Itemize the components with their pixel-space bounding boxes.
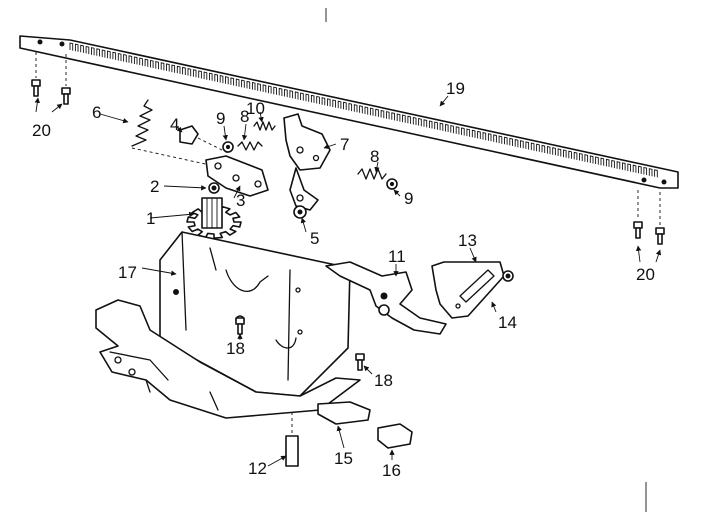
- callout-11: 11: [388, 247, 406, 266]
- callout-9: 9: [404, 189, 413, 208]
- callout-3: 3: [236, 191, 245, 210]
- bracket-plate-part: [205, 155, 269, 197]
- latch-lever-part: [325, 261, 447, 335]
- callout-15: 15: [334, 449, 353, 468]
- callout-14: 14: [498, 313, 517, 332]
- cam-icon: [179, 125, 231, 155]
- screw-icon: [355, 353, 365, 371]
- callout-6: 6: [92, 103, 101, 122]
- screw-icon: [655, 192, 665, 245]
- washer-icon: [222, 141, 234, 153]
- callout-8: 8: [370, 147, 379, 166]
- callout-8: 8: [240, 107, 249, 126]
- callout-10: 10: [246, 99, 265, 118]
- callout-9: 9: [216, 109, 225, 128]
- callout-13: 13: [458, 231, 477, 250]
- gear-icon: [186, 197, 242, 239]
- screw-icon: [31, 52, 41, 97]
- callout-18: 18: [374, 371, 393, 390]
- callout-labels: 1 2 3 4 5 6 7 8 8 9 9 10 11 12 13 14 15 …: [32, 79, 655, 480]
- slotted-plate-part: [431, 261, 505, 319]
- spring-icon: [357, 168, 387, 180]
- screw-icon: [633, 190, 643, 239]
- callout-7: 7: [340, 135, 349, 154]
- rack-part: [19, 35, 679, 189]
- callout-17: 17: [118, 263, 137, 282]
- washer-icon: [386, 178, 398, 190]
- callout-18: 18: [226, 339, 245, 358]
- nut-icon: [208, 182, 220, 194]
- leader-lines: [34, 95, 662, 467]
- callout-4: 4: [170, 115, 179, 134]
- slide-part: [317, 401, 371, 425]
- callout-2: 2: [150, 177, 159, 196]
- callout-16: 16: [382, 461, 401, 480]
- callout-20: 20: [32, 121, 51, 140]
- lever-bracket-part: [283, 113, 331, 211]
- nut-icon: [502, 270, 514, 282]
- callout-5: 5: [310, 229, 319, 248]
- callout-20: 20: [636, 265, 655, 284]
- pin-icon: [285, 412, 299, 467]
- callout-12: 12: [248, 459, 267, 478]
- spring-icon: [253, 121, 276, 131]
- screw-icon: [61, 54, 71, 105]
- screw-icon: [235, 317, 245, 335]
- callout-19: 19: [446, 79, 465, 98]
- block-part: [377, 423, 413, 449]
- callout-1: 1: [146, 209, 155, 228]
- spring-icon: [131, 99, 211, 166]
- base-plate-part: [95, 299, 361, 419]
- washer-icon: [293, 205, 307, 219]
- spring-icon: [237, 141, 263, 151]
